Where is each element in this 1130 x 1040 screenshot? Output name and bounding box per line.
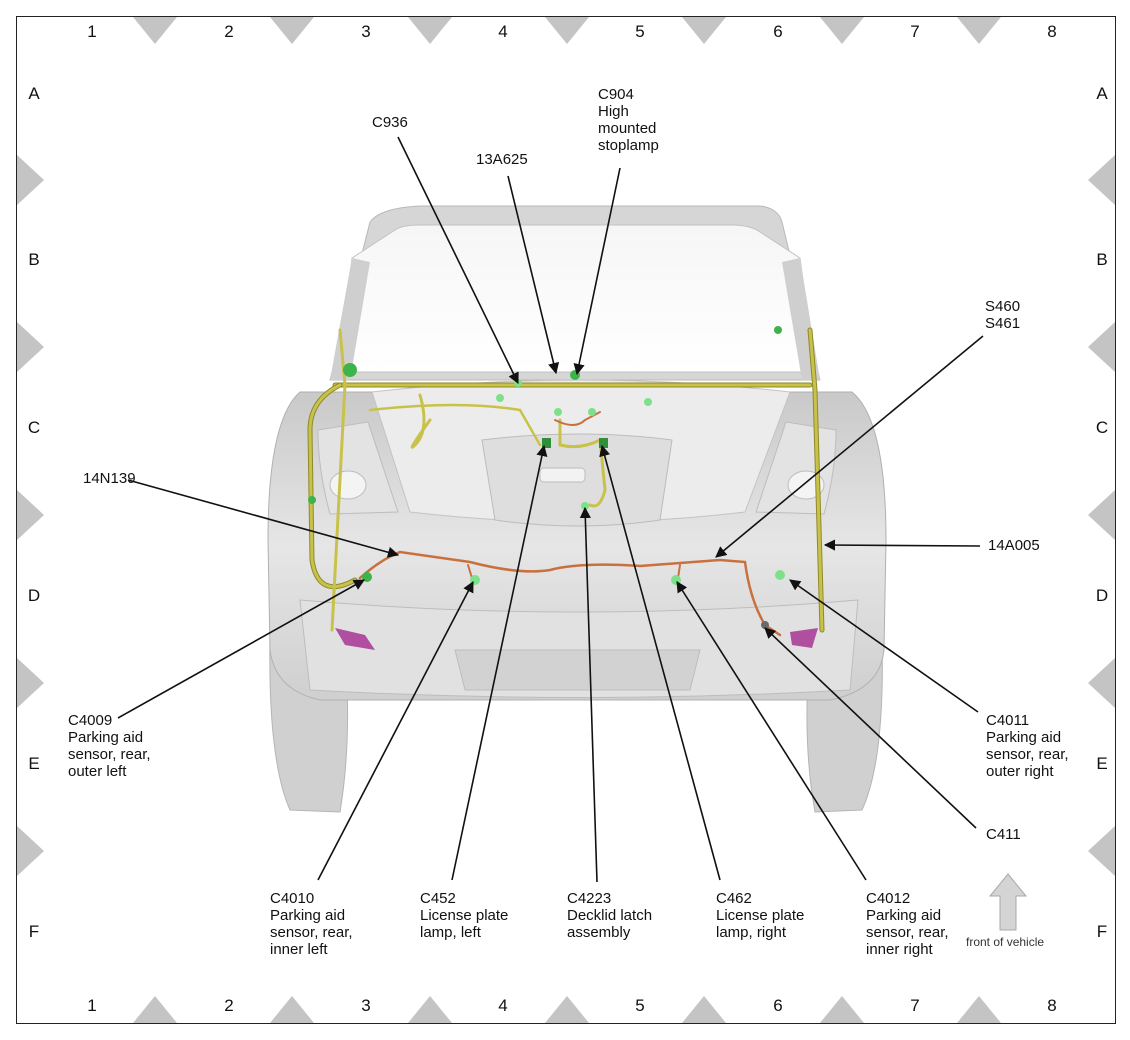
grid-markers <box>17 17 1115 1023</box>
vehicle-rear-view <box>267 205 887 813</box>
label-c904: C904 High mounted stoplamp <box>598 86 659 154</box>
row-label-e-right: E <box>1096 754 1108 773</box>
label-14a005: 14A005 <box>988 537 1040 554</box>
row-label-a-right: A <box>1096 84 1108 103</box>
col-label-6: 6 <box>773 22 783 41</box>
col-label-4: 4 <box>498 22 508 41</box>
col-label-4-bottom: 4 <box>498 996 508 1015</box>
col-label-1: 1 <box>87 22 97 41</box>
front-of-vehicle-label: front of vehicle <box>966 935 1045 949</box>
row-label-d: D <box>27 586 41 605</box>
label-c936: C936 <box>372 114 408 131</box>
row-label-b-right: B <box>1096 250 1108 269</box>
col-label-2: 2 <box>224 22 234 41</box>
col-label-5: 5 <box>635 22 645 41</box>
front-of-vehicle-arrow-icon <box>988 873 1028 931</box>
col-label-3-bottom: 3 <box>361 996 371 1015</box>
leader-lines <box>117 136 984 883</box>
diagram-frame <box>16 16 1116 1024</box>
row-label-b: B <box>28 250 40 269</box>
col-label-1-bottom: 1 <box>87 996 97 1015</box>
label-c462: C462 License plate lamp, right <box>716 890 805 941</box>
col-label-8: 8 <box>1047 22 1057 41</box>
row-label-c-right: C <box>1095 418 1109 437</box>
row-label-c: C <box>27 418 41 437</box>
col-label-7-bottom: 7 <box>910 996 920 1015</box>
col-label-2-bottom: 2 <box>224 996 234 1015</box>
label-c452: C452 License plate lamp, left <box>420 890 509 941</box>
row-label-a: A <box>28 84 40 103</box>
label-c4010: C4010 Parking aid sensor, rear, inner le… <box>270 890 353 958</box>
label-s460-s461: S460 S461 <box>985 298 1021 332</box>
col-label-8-bottom: 8 <box>1047 996 1057 1015</box>
row-label-f-right: F <box>1096 922 1108 941</box>
label-14n139: 14N139 <box>83 470 136 487</box>
label-c4223: C4223 Decklid latch assembly <box>567 890 653 941</box>
col-label-6-bottom: 6 <box>773 996 783 1015</box>
label-c411: C411 <box>986 826 1021 843</box>
col-label-5-bottom: 5 <box>635 996 645 1015</box>
row-label-e: E <box>28 754 40 773</box>
label-c4009: C4009 Parking aid sensor, rear, outer le… <box>68 712 151 780</box>
label-13a625: 13A625 <box>476 151 528 168</box>
row-label-d-right: D <box>1095 586 1109 605</box>
label-c4012: C4012 Parking aid sensor, rear, inner ri… <box>866 890 949 958</box>
row-label-f: F <box>28 922 40 941</box>
col-label-7: 7 <box>910 22 920 41</box>
label-c4011: C4011 Parking aid sensor, rear, outer ri… <box>986 712 1069 780</box>
col-label-3: 3 <box>361 22 371 41</box>
wiring-harness <box>307 327 825 637</box>
